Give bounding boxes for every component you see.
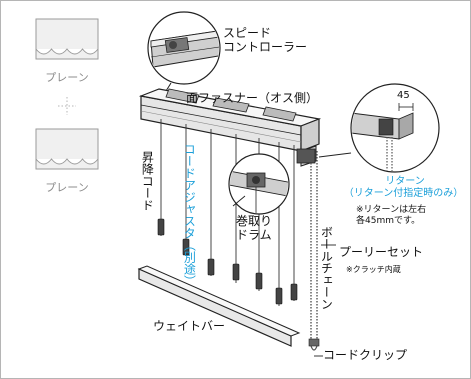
- sidebar-caption-bottom: プレーン: [45, 181, 89, 194]
- label-speed-controller: スピード コントローラー: [223, 26, 308, 55]
- plain-shade-icon-bottom: [35, 128, 99, 170]
- label-cord-adjuster: コードアジャスタ（別途）: [182, 143, 197, 287]
- sidebar-caption-top: プレーン: [45, 71, 89, 84]
- cord-adjusters: [157, 218, 298, 305]
- label-ball-chain: ボールチェーン: [319, 226, 334, 310]
- winding-drum-detail: [228, 153, 290, 215]
- head-rail: [138, 88, 322, 167]
- label-cord-clip: コードクリップ: [323, 348, 408, 362]
- label-return-note: ※リターンは左右 各45mmです。: [356, 205, 427, 226]
- plus-connector-icon: [58, 97, 76, 115]
- label-lift-cord: 昇降コード: [140, 151, 155, 211]
- label-weight-bar: ウェイトバー: [153, 319, 226, 333]
- leader-lines: [232, 152, 352, 357]
- label-return-subtitle: （リターン付指定時のみ）: [343, 188, 464, 199]
- plain-shade-icon-top: [35, 18, 99, 60]
- weight-bar: [137, 265, 301, 347]
- label-winding-drum: 巻取り ドラム: [236, 214, 273, 243]
- label-clutch-note: ※クラッチ内蔵: [346, 265, 401, 274]
- return-detail: [350, 83, 440, 173]
- label-return-dimension: 45: [397, 90, 410, 101]
- label-velcro-male: 面ファスナー（オス側）: [186, 91, 319, 105]
- ball-chain: [308, 151, 320, 351]
- lift-cords: [160, 119, 295, 306]
- label-return-title: リターン: [385, 176, 425, 187]
- speed-controller-detail: [147, 11, 221, 100]
- label-pulley-set: プーリーセット: [339, 245, 424, 259]
